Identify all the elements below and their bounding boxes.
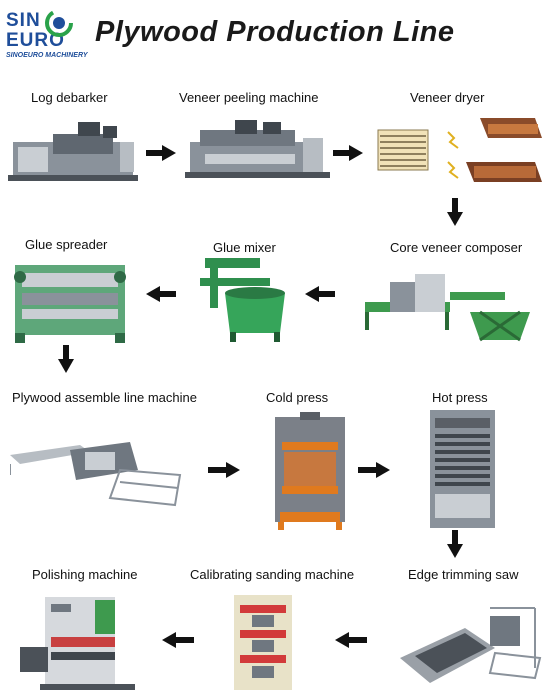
arrow-down-icon [58, 345, 74, 373]
label-calibrating-sanding-machine: Calibrating sanding machine [190, 567, 355, 582]
label-core-veneer-composer: Core veneer composer [390, 240, 523, 255]
core-veneer-composer-image [365, 274, 530, 342]
veneer-peeling-machine-image [185, 120, 330, 178]
arrow-right-icon [146, 145, 176, 161]
arrow-right-icon [333, 145, 363, 161]
label-edge-trimming-saw: Edge trimming saw [408, 567, 519, 582]
label-veneer-peeling-machine: Veneer peeling machine [179, 90, 319, 105]
calibrating-sanding-machine-image [234, 595, 292, 690]
arrow-left-icon [335, 632, 367, 648]
logo-text-top: SIN [6, 10, 41, 31]
label-plywood-assemble-line-machine: Plywood assemble line machine [12, 390, 197, 405]
logo-text-bottom: EURO [6, 30, 65, 51]
label-veneer-dryer: Veneer dryer [410, 90, 485, 105]
cold-press-image [275, 412, 345, 530]
label-hot-press: Hot press [432, 390, 488, 405]
arrow-down-icon [447, 198, 463, 226]
veneer-dryer-image [377, 118, 542, 182]
label-polishing-machine: Polishing machine [32, 567, 138, 582]
glue-spreader-image [14, 265, 126, 343]
logo-tagline: SINOEURO MACHINERY [6, 52, 88, 59]
arrow-left-icon [305, 286, 335, 302]
label-cold-press: Cold press [266, 390, 329, 405]
label-glue-spreader: Glue spreader [25, 237, 108, 252]
label-log-debarker: Log debarker [31, 90, 108, 105]
glue-mixer-image [200, 258, 285, 342]
arrow-right-icon [358, 462, 390, 478]
plywood-assemble-line-image [10, 442, 182, 507]
logo-swirl-icon [45, 9, 73, 37]
label-glue-mixer: Glue mixer [213, 240, 276, 255]
log-debarker-image [8, 122, 138, 181]
edge-trimming-saw-image [400, 607, 542, 683]
sinoeuro-logo: SIN EURO SINOEURO MACHINERY [6, 8, 88, 64]
hot-press-image [430, 410, 495, 528]
arrow-right-icon [208, 462, 240, 478]
arrow-left-icon [146, 286, 176, 302]
arrow-left-icon [162, 632, 194, 648]
polishing-machine-image [20, 597, 135, 690]
page-title: Plywood Production Line [95, 16, 455, 48]
arrow-down-icon [447, 530, 463, 558]
